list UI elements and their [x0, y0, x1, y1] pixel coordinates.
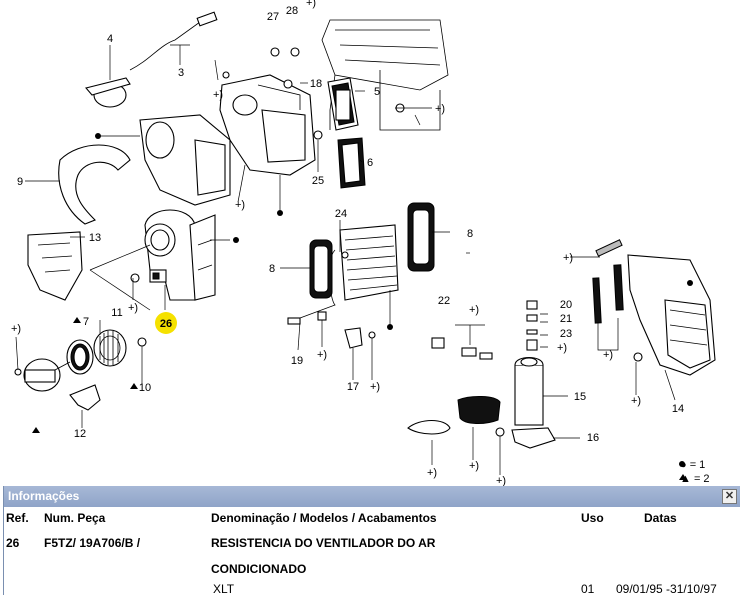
- callout-5: 5: [374, 86, 380, 98]
- highlight-26[interactable]: [155, 312, 177, 334]
- callout-plus-far-left: +): [11, 323, 21, 335]
- callout-21: 21: [560, 313, 572, 325]
- callout-18: 18: [310, 78, 322, 90]
- callout-plus-motor: +): [128, 302, 138, 314]
- callout-22: 22: [438, 295, 450, 307]
- row-description-line1[interactable]: RESISTENCIA DO VENTILADOR DO AR: [211, 536, 436, 550]
- callout-27: 27: [267, 11, 279, 23]
- callout-16: 16: [587, 432, 599, 444]
- callout-26[interactable]: 26: [160, 318, 172, 330]
- panel-title-bar: Informações ✕: [4, 486, 740, 507]
- callout-6: 6: [367, 157, 373, 169]
- row-ref[interactable]: 26: [6, 536, 20, 550]
- insulation-band: [407, 396, 501, 435]
- part-5-frame: [327, 77, 359, 131]
- callout-14: 14: [672, 403, 684, 415]
- callout-plus-22: +): [469, 304, 479, 316]
- header-datas: Datas: [644, 511, 677, 525]
- upper-heater-case: [139, 114, 231, 206]
- callout-20: 20: [560, 299, 572, 311]
- parts-exploded-diagram: 26 4 3 27 28 +) +) 18 5 +) 9 +) 25 6 13 …: [11, 0, 716, 486]
- part-4-actuator: [85, 11, 218, 108]
- blower-housing: [144, 209, 216, 301]
- callout-plus-top: +): [306, 0, 316, 9]
- callout-25: 25: [312, 175, 324, 187]
- row-model: XLT: [213, 582, 235, 596]
- callout-4: 4: [107, 33, 113, 45]
- callout-plus-14: +): [631, 395, 641, 407]
- part-22-valve: [431, 324, 493, 360]
- close-button[interactable]: ✕: [722, 489, 737, 504]
- blower-motor: [23, 358, 71, 392]
- callout-15: 15: [574, 391, 586, 403]
- callout-9: 9: [17, 176, 23, 188]
- part-14-cover: [627, 254, 716, 376]
- callout-24: 24: [335, 208, 347, 220]
- plenum-housing: [219, 74, 316, 176]
- callout-plus-right: +): [563, 252, 573, 264]
- callout-plus-15: +): [496, 475, 506, 486]
- legend-triangle: ▲ = 2: [680, 473, 710, 485]
- callout-3: 3: [178, 67, 184, 79]
- callout-plus-17: +): [370, 381, 380, 393]
- callout-10: 10: [139, 382, 151, 394]
- part-15-accumulator: [514, 356, 544, 426]
- header-description: Denominação / Modelos / Acabamentos: [211, 511, 437, 525]
- callout-8-left: 8: [269, 263, 275, 275]
- part-16-bracket: [511, 427, 556, 449]
- callout-plus-23: +): [557, 342, 567, 354]
- callout-7: 7: [83, 316, 89, 328]
- part-9-duct: [58, 144, 131, 225]
- part-8-gasket-left: [309, 239, 333, 299]
- part-6-seal: [337, 137, 366, 189]
- callout-13: 13: [89, 232, 101, 244]
- callout-plus-19: +): [317, 349, 327, 361]
- callout-plus-16: +): [469, 460, 479, 472]
- callout-12: 12: [74, 428, 86, 440]
- callout-19: 19: [291, 355, 303, 367]
- callout-plus-strips: +): [603, 349, 613, 361]
- header-part-number: Num. Peça: [44, 511, 106, 525]
- legend-circle: ● = 1: [680, 459, 705, 471]
- information-panel: Informações ✕ Ref. Num. Peça Denominação…: [3, 486, 740, 596]
- right-seal-strips: [592, 239, 624, 324]
- callout-plus-band: +): [427, 467, 437, 479]
- row-part-number[interactable]: F5TZ/ 19A706/B /: [44, 536, 141, 550]
- header-ref: Ref.: [6, 511, 29, 525]
- callout-plus-mid: +): [235, 199, 245, 211]
- callout-8-right: 8: [467, 228, 473, 240]
- part-12-clip: [69, 384, 101, 411]
- callout-plus-left-top: +): [213, 89, 223, 101]
- callout-plus-right-top: +): [435, 103, 445, 115]
- callout-28: 28: [286, 5, 298, 17]
- part-11-blower-wheel: [93, 329, 127, 367]
- row-description-line2[interactable]: CONDICIONADO: [211, 562, 307, 576]
- panel-title: Informações: [8, 489, 80, 503]
- callout-11: 11: [111, 307, 122, 319]
- header-uso: Uso: [581, 511, 604, 525]
- callout-17: 17: [347, 381, 359, 393]
- evaporator-core: [299, 224, 399, 319]
- row-uso: 01: [581, 582, 595, 596]
- callout-23: 23: [560, 328, 572, 340]
- part-13-bracket: [27, 231, 83, 301]
- part-26-resistor: [149, 269, 167, 310]
- row-datas: 09/01/95 -31/10/97: [616, 582, 717, 596]
- part-8-gasket-right: [407, 202, 435, 272]
